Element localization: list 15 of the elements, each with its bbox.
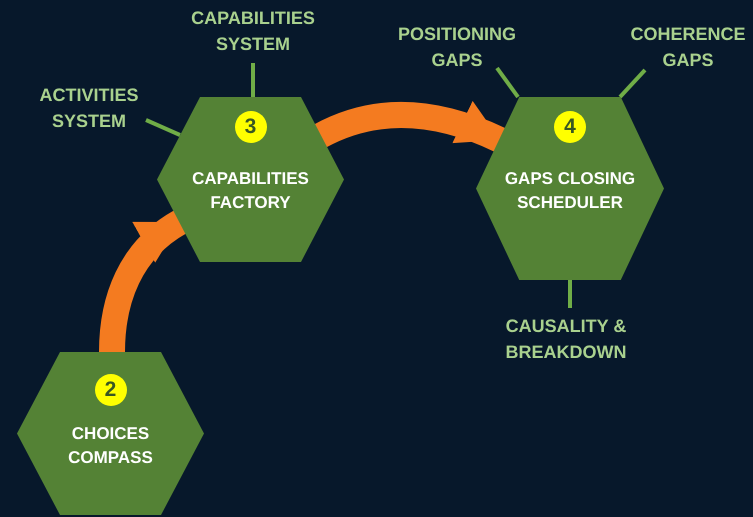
callout-label: CAPABILITIES SYSTEM bbox=[190, 7, 316, 56]
node-title: CHOICES COMPASS bbox=[67, 423, 154, 469]
leader-line bbox=[618, 68, 646, 98]
node-title: CAPABILITIES FACTORY bbox=[191, 168, 310, 214]
curved-arrow bbox=[314, 102, 506, 152]
callout-label: CAUSALITY & BREAKDOWN bbox=[504, 315, 628, 364]
leader-line bbox=[568, 280, 572, 308]
leader-line bbox=[251, 63, 255, 97]
callout-label: COHERENCE GAPS bbox=[629, 23, 746, 72]
callout-label: POSITIONING GAPS bbox=[396, 23, 517, 72]
node-title: GAPS CLOSING SCHEDULER bbox=[504, 168, 636, 214]
callout-label: ACTIVITIES SYSTEM bbox=[38, 84, 140, 133]
leader-line bbox=[495, 66, 520, 98]
curved-arrow bbox=[99, 211, 187, 352]
leader-line bbox=[145, 118, 181, 137]
